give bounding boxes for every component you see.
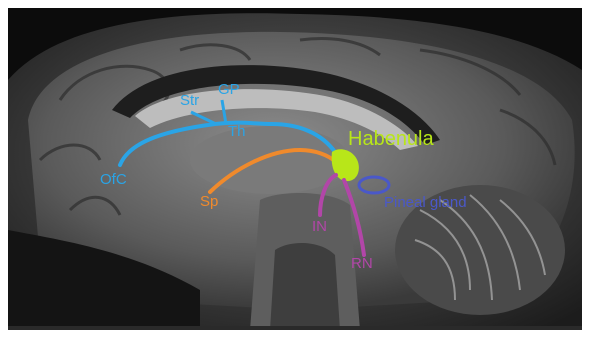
label-rn: RN [351, 256, 373, 271]
label-gp: GP [218, 82, 240, 97]
label-habenula: Habenula [348, 129, 434, 149]
label-in: IN [312, 219, 327, 234]
label-ofc: OfC [100, 172, 127, 187]
label-sp: Sp [200, 194, 218, 209]
label-pineal-gland: Pineal gland [384, 195, 467, 210]
label-str: Str [180, 93, 199, 108]
pons [270, 243, 340, 330]
label-th: Th [228, 124, 246, 139]
